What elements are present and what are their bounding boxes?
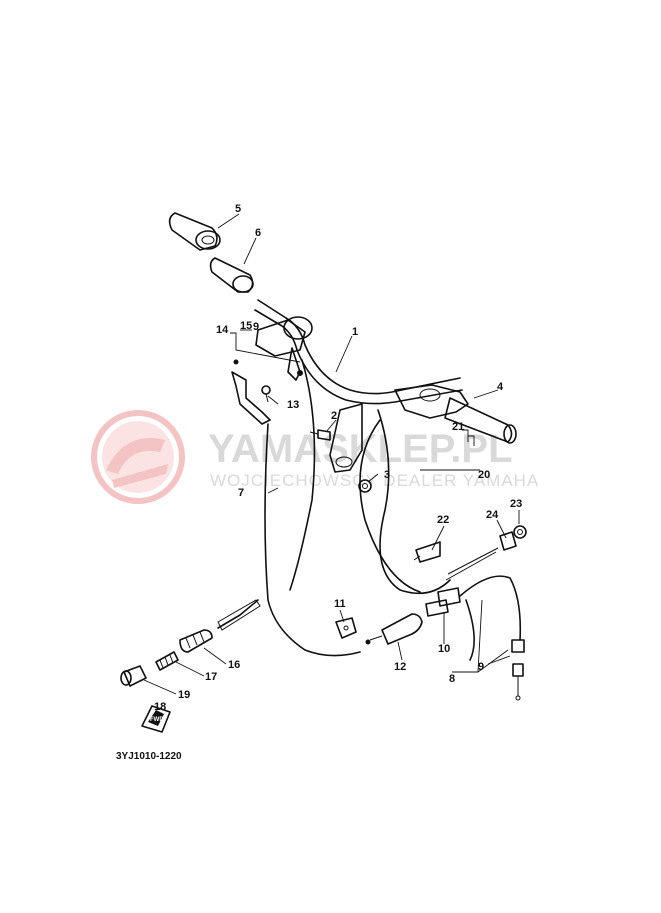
- callout-15: 15: [240, 320, 252, 332]
- part-13-bolt: [261, 385, 271, 403]
- callout-12: 12: [394, 661, 406, 673]
- callout-11: 11: [334, 598, 346, 610]
- part-24-adjuster: [499, 531, 517, 551]
- part-10-cable-junction: [425, 547, 522, 661]
- callout-16: 16: [228, 659, 240, 671]
- part-6-sleeve: [209, 257, 254, 293]
- part-18-fwd-arrow-icon: FWD: [141, 705, 171, 733]
- part-17-spring: [155, 651, 179, 671]
- part-7-clutch-cable: [217, 359, 361, 657]
- callout-2: 2: [331, 410, 337, 422]
- callout-19: 19: [178, 689, 190, 701]
- watermark-tagline: WOJCIECHOWSCY DEALER YAMAHA: [210, 471, 539, 490]
- part-16-adjuster: [179, 629, 213, 653]
- fwd-label: FWD: [150, 717, 164, 723]
- part-5-grip: [168, 212, 221, 251]
- callout-9: 9: [478, 661, 484, 673]
- callout-24: 24: [486, 509, 499, 521]
- part-14-bracket: [231, 359, 271, 425]
- callout-23: 23: [510, 498, 522, 510]
- part-23-cap: [513, 525, 527, 539]
- callouts: 5 6 1 4 14 15 9 13 2 3 21 20 7 22 24 23 …: [154, 203, 522, 713]
- callout-1: 1: [352, 326, 358, 338]
- callout-17: 17: [205, 671, 217, 683]
- part-12-tube: [365, 613, 423, 645]
- callout-9-top: 9: [253, 321, 259, 333]
- watermark: YAMASKLEP.PL WOJCIECHOWSCY DEALER YAMAHA: [91, 410, 539, 504]
- callout-14: 14: [216, 324, 229, 336]
- diagram-code: 3YJ1010-1220: [116, 751, 182, 762]
- part-1-handlebar: [254, 299, 463, 405]
- callout-10: 10: [438, 643, 450, 655]
- part-3-nut: [358, 479, 372, 493]
- callout-22: 22: [437, 514, 449, 526]
- callout-18: 18: [154, 701, 166, 713]
- watermark-brand: YAMASKLEP.PL: [208, 427, 513, 471]
- leader-lines: [143, 213, 520, 695]
- callout-5: 5: [235, 203, 241, 215]
- callout-7: 7: [238, 487, 244, 499]
- part-9-cable-end: [511, 639, 525, 701]
- watermark-logo-icon: [91, 410, 185, 504]
- callout-6: 6: [255, 227, 261, 239]
- callout-4: 4: [497, 381, 504, 393]
- callout-20: 20: [478, 469, 490, 481]
- callout-13: 13: [287, 399, 299, 411]
- throttle-cable: [359, 409, 451, 595]
- part-4-right-grip: [394, 384, 517, 444]
- part-22-clamp: [413, 541, 441, 563]
- callout-8: 8: [449, 673, 455, 685]
- part-19-cap: [120, 665, 147, 687]
- callout-21: 21: [452, 421, 464, 433]
- part-11-clamp: [335, 617, 357, 639]
- callout-3: 3: [384, 469, 390, 481]
- left-lever-assembly: [255, 319, 306, 381]
